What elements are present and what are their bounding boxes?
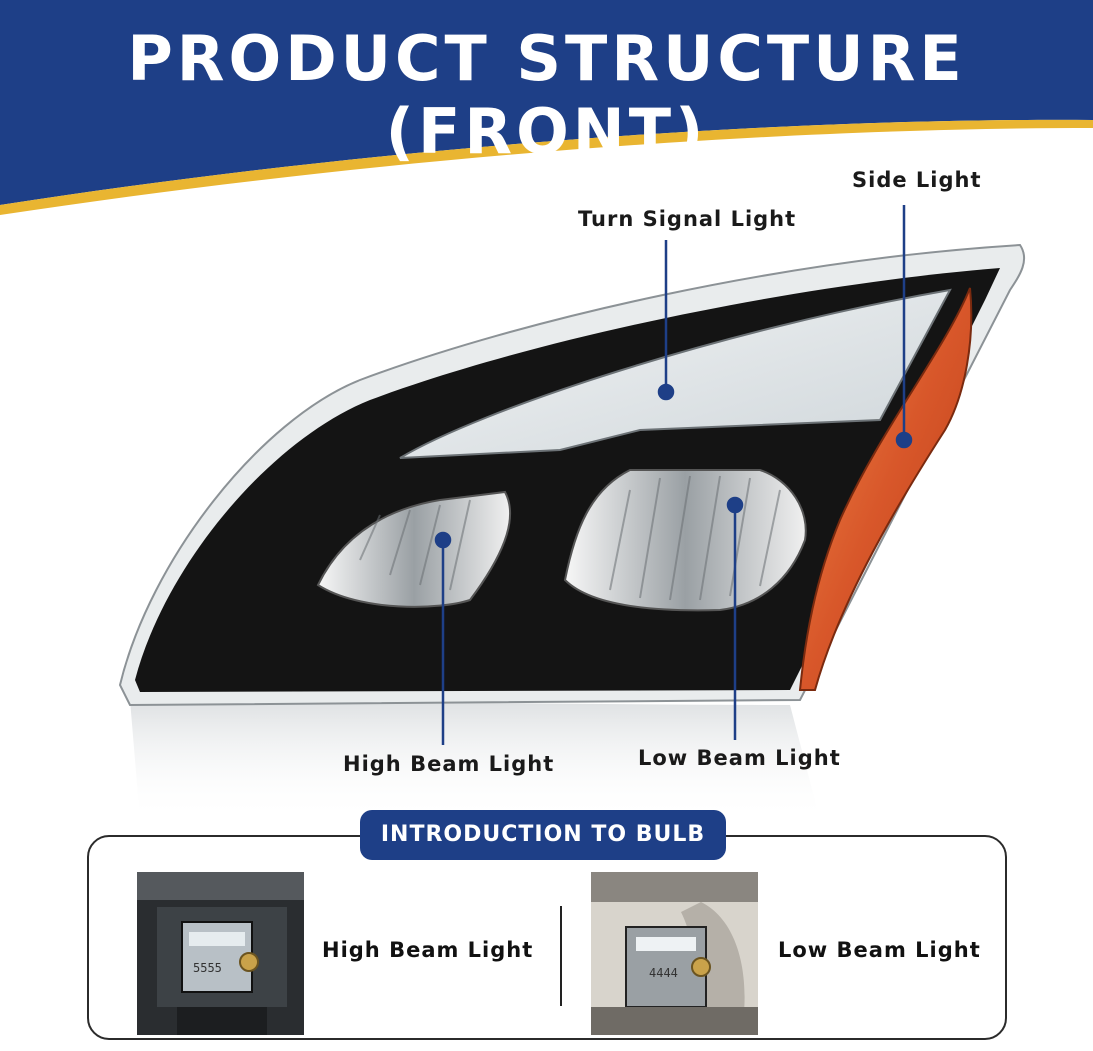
header-banner: PRODUCT STRUCTURE (FRONT) [0, 0, 1093, 230]
callout-turn-signal-light: Turn Signal Light [578, 207, 797, 231]
callout-high-beam-light: High Beam Light [343, 752, 555, 776]
low-beam-chip-text: 4444 [649, 966, 678, 980]
headlight-image [118, 205, 1026, 820]
page-title: PRODUCT STRUCTURE (FRONT) [127, 22, 966, 168]
low-beam-bulb-label: Low Beam Light [778, 938, 981, 962]
callout-side-light: Side Light [852, 168, 982, 192]
high-beam-chip-text: 5555 [193, 961, 222, 975]
bulb-intro-heading: INTRODUCTION TO BULB [360, 810, 726, 860]
bulb-divider [560, 906, 562, 1006]
callout-low-beam-light: Low Beam Light [638, 746, 841, 770]
high-beam-bulb-label: High Beam Light [322, 938, 534, 962]
low-beam-bulb-photo: 4444 [591, 872, 758, 1035]
high-beam-bulb-photo: 5555 [137, 872, 304, 1035]
header-wave [0, 0, 1093, 215]
headlight-illustration [118, 205, 1026, 820]
